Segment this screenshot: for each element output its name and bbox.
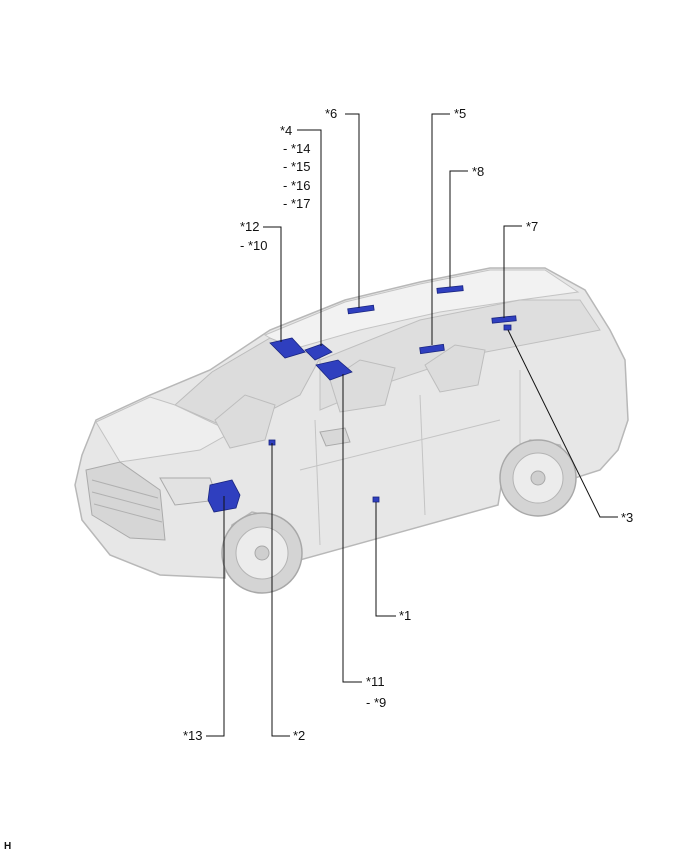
label-12: *12 xyxy=(240,219,260,234)
label-13: *13 xyxy=(183,728,203,743)
label-9: - *9 xyxy=(366,695,386,710)
leader-12 xyxy=(263,226,282,342)
label-15: - *15 xyxy=(283,159,310,174)
label-10: - *10 xyxy=(240,238,267,253)
vehicle-illustration xyxy=(74,267,629,594)
leader-6 xyxy=(345,113,360,308)
label-1: *1 xyxy=(399,608,411,623)
rear-wheel xyxy=(499,439,577,517)
component-12-unit xyxy=(269,337,306,359)
label-16: - *16 xyxy=(283,178,310,193)
leader-4 xyxy=(297,129,322,346)
label-8: *8 xyxy=(472,164,484,179)
leader-3 xyxy=(507,329,618,518)
vehicle-roof xyxy=(263,269,580,351)
label-14: - *14 xyxy=(283,141,310,156)
callout-labels: *6 *5 *4 - *14 - *15 - *16 - *17 *8 *12 … xyxy=(183,106,633,743)
leader-8 xyxy=(449,170,468,287)
figure-code: H xyxy=(4,841,11,852)
component-5-unit xyxy=(419,343,445,355)
leader-11 xyxy=(342,374,362,683)
front-wheel xyxy=(221,512,303,594)
leader-1 xyxy=(375,502,396,617)
label-4: *4 xyxy=(280,123,292,138)
leader-lines xyxy=(206,113,618,737)
component-1-sensor xyxy=(372,496,380,503)
grille-bars xyxy=(91,479,163,523)
leader-5 xyxy=(431,113,450,345)
leader-13 xyxy=(206,496,225,737)
label-17: - *17 xyxy=(283,196,310,211)
component-4-unit xyxy=(304,343,333,361)
label-3: *3 xyxy=(621,510,633,525)
label-2: *2 xyxy=(293,728,305,743)
label-5: *5 xyxy=(454,106,466,121)
label-11: *11 xyxy=(366,674,385,689)
component-6-unit xyxy=(347,304,375,315)
component-3-sensor xyxy=(503,324,512,331)
label-6: *6 xyxy=(325,106,337,121)
leader-2 xyxy=(271,443,290,737)
label-7: *7 xyxy=(526,219,538,234)
component-8-unit xyxy=(436,285,464,294)
leader-7 xyxy=(503,225,522,318)
vehicle-seats xyxy=(214,344,486,449)
